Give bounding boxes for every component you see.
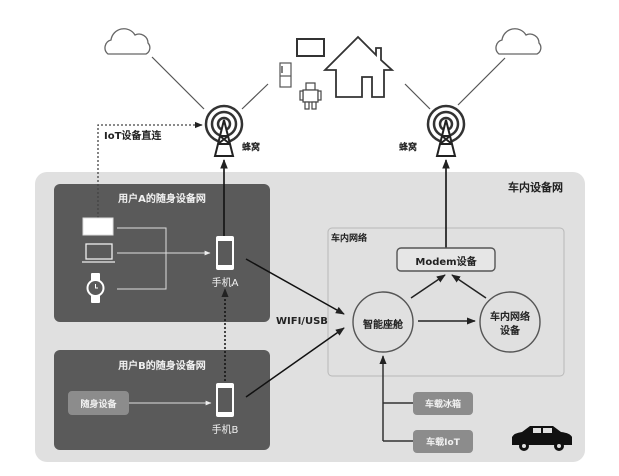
tv-icon	[296, 38, 325, 57]
in-vehicle-network-title: 车内网络	[331, 234, 368, 244]
tablet-icon	[82, 217, 114, 236]
user-a-device-links	[117, 227, 211, 290]
cellular-right-label: 蜂窝	[399, 143, 418, 153]
link-home-left-tower	[241, 83, 269, 110]
phone-a-icon	[216, 236, 234, 270]
in-vehicle-device-label-1: 车内网络	[490, 312, 530, 323]
user-b-network-box	[54, 350, 270, 450]
wifi-usb-label: WIFI/USB	[276, 316, 328, 327]
car-iot-box: 车载IoT	[413, 430, 473, 453]
link-cloud-left-tower	[151, 56, 205, 110]
in-vehicle-device-node	[479, 291, 541, 353]
cloud-icon-left	[104, 28, 151, 55]
user-a-title: 用户A的随身设备网	[118, 194, 206, 205]
cloud-icon-right	[495, 28, 542, 55]
watch-icon	[86, 273, 105, 303]
phone-b-label: 手机B	[211, 425, 239, 436]
smart-cockpit-label: 智能座舱	[363, 320, 403, 331]
link-phone-b-cockpit	[245, 327, 345, 398]
cell-tower-icon-right	[426, 104, 466, 157]
iot-direct-label: IoT设备直连	[104, 131, 162, 142]
cell-tower-icon-left	[204, 104, 244, 157]
portable-device-box: 随身设备	[68, 391, 129, 415]
cellular-left-label: 蜂窝	[242, 143, 261, 153]
in-vehicle-device-label-2: 设备	[500, 326, 520, 337]
laptop-icon	[82, 243, 115, 263]
fridge-icon	[279, 62, 292, 88]
phone-a-label: 手机A	[211, 278, 239, 289]
link-vehicle-device-modem	[451, 274, 487, 299]
modem-label: Modem设备	[415, 257, 477, 268]
user-b-title: 用户B的随身设备网	[118, 361, 206, 372]
link-phone-a-cockpit	[245, 258, 345, 315]
robot-icon	[299, 82, 322, 110]
link-cockpit-modem	[410, 274, 446, 299]
phone-b-icon	[216, 383, 234, 417]
home-icon	[322, 35, 395, 98]
vehicle-network-title: 车内设备网	[508, 181, 563, 194]
modem-box	[396, 247, 496, 272]
car-fridge-box: 车载冰箱	[413, 392, 473, 415]
iot-direct-dotted-link	[97, 121, 203, 218]
link-cloud-right-tower	[457, 57, 506, 106]
car-icon	[512, 426, 572, 451]
smart-cockpit-node	[352, 291, 414, 353]
link-home-right-tower	[404, 83, 431, 110]
